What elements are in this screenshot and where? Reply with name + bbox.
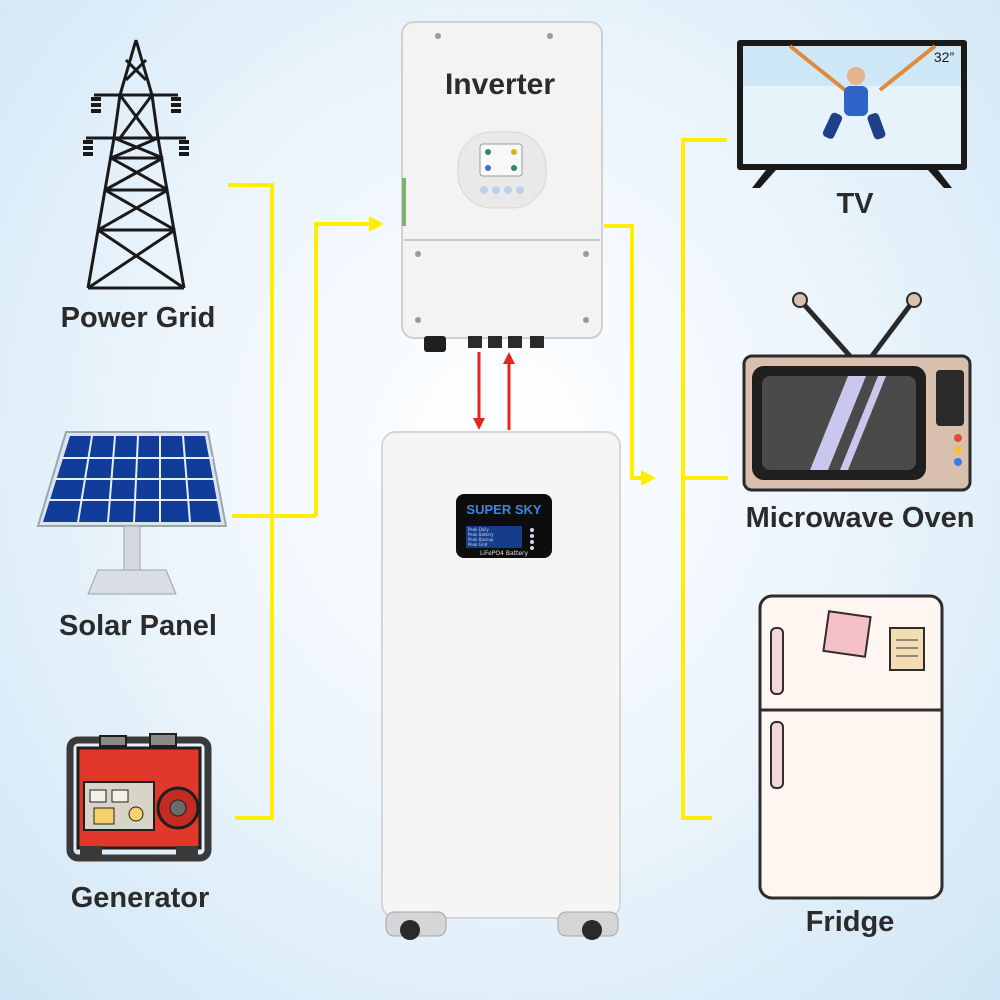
- microwave-icon: [742, 292, 972, 492]
- tv-size-badge: 32”: [934, 49, 955, 65]
- generator-label: Generator: [70, 882, 210, 914]
- solar-panel-icon: [36, 431, 228, 595]
- generator-icon: [66, 733, 212, 862]
- input-flow-lines: [228, 183, 372, 820]
- discharge-arrow-head: [503, 352, 515, 364]
- fridge-label: Fridge: [805, 906, 895, 938]
- charge-arrow-head: [473, 418, 485, 430]
- output-flow-lines: [604, 138, 728, 820]
- load-bus-arrowhead: [641, 470, 656, 486]
- battery-model-text: LiFePO4 Battery: [480, 550, 529, 557]
- battery-button-4: Peak Grid: [468, 542, 488, 547]
- solar-panel-label: Solar Panel: [59, 610, 217, 642]
- tv-label: TV: [836, 188, 874, 220]
- inverter-output-line: [604, 224, 644, 480]
- battery-icon: [381, 431, 621, 940]
- battery-brand-text: SUPER SKY: [466, 502, 541, 517]
- battery-button-3: Peak Backup: [468, 537, 494, 542]
- inverter-icon: [401, 21, 603, 352]
- insulator-icons: [83, 97, 189, 156]
- tv-icon: [737, 40, 967, 188]
- power-grid-label: Power Grid: [60, 302, 216, 334]
- inverter-label: Inverter: [444, 68, 556, 101]
- grid-line: [228, 183, 274, 820]
- microwave-oven-label: Microwave Oven: [745, 502, 975, 534]
- battery-flow-arrows: [473, 352, 515, 430]
- fridge-icon: [758, 594, 944, 900]
- bus-to-inverter-line: [314, 222, 372, 516]
- battery-button-2: Peak Battery: [468, 532, 494, 537]
- inverter-input-arrowhead: [369, 216, 384, 232]
- power-tower-icon: [86, 39, 186, 290]
- battery-button-1: Peak Daily: [468, 527, 490, 532]
